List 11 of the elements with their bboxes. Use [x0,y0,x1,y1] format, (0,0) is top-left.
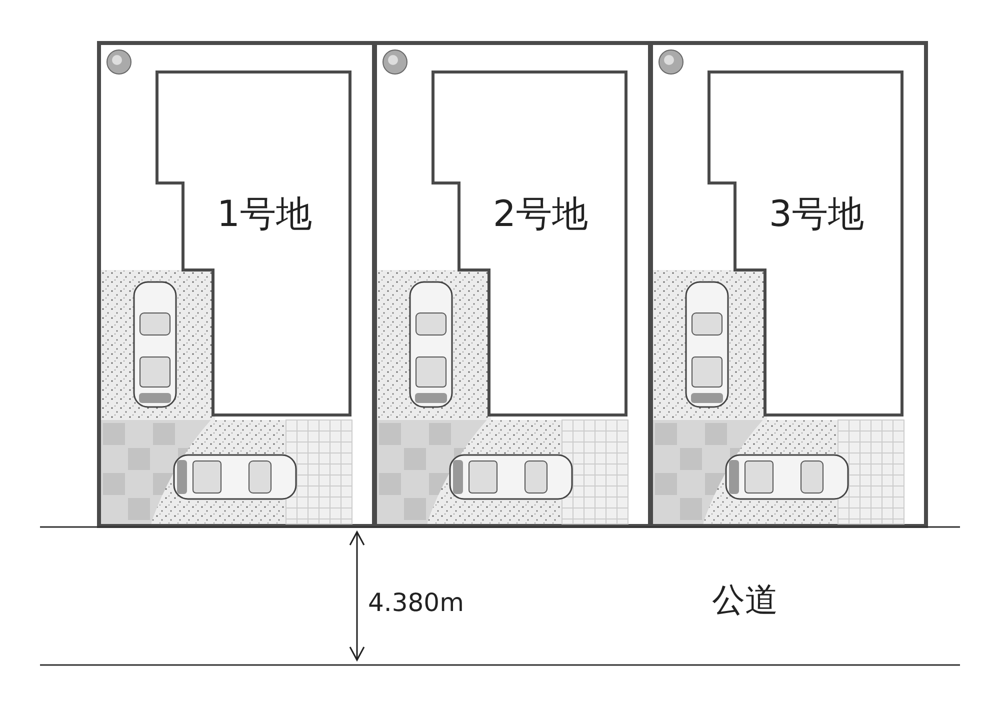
lot-number: 2号地 [493,193,588,237]
house-outline [707,70,904,417]
road-label: 公道 [712,579,778,621]
dimension-label: 4.380m [368,588,464,617]
house-outline [155,70,352,417]
lot-box [97,41,376,528]
lot-number: 1号地 [217,193,312,237]
house-outline [431,70,628,417]
lot-box [373,41,652,528]
lot-box [649,41,928,528]
lot-number: 3号地 [769,193,864,237]
